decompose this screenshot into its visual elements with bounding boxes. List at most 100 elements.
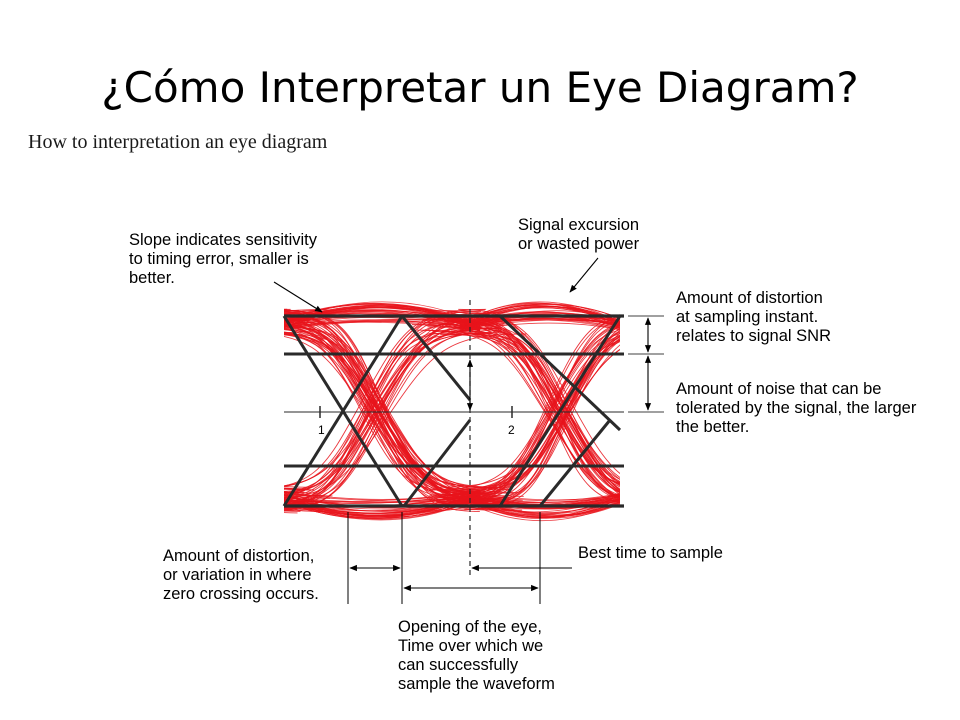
trace-transition	[70, 323, 277, 500]
trace-transition	[284, 490, 305, 493]
trace-overshoot-bottom	[459, 493, 620, 519]
trace-transition	[284, 309, 287, 311]
trace-transition	[284, 491, 333, 497]
trace-transition	[284, 325, 298, 327]
trace-transition	[284, 503, 309, 506]
trace-transition	[284, 309, 299, 312]
trace-transition	[284, 309, 320, 313]
trace-transition	[284, 328, 511, 491]
trace-transition	[284, 334, 296, 336]
trace-transition	[284, 509, 297, 511]
noise-margin-line: the better.	[676, 418, 750, 436]
trace-transition	[441, 333, 620, 492]
trace-transition	[284, 319, 316, 322]
trace-transition	[284, 332, 492, 494]
signal-excursion-line: or wasted power	[518, 235, 640, 253]
trace-overshoot-bottom	[284, 490, 481, 502]
slope-diagonal	[282, 315, 404, 507]
distortion-sampling-line: at sampling instant.	[676, 308, 819, 326]
axis-marker-label: 1	[318, 423, 325, 437]
trace-transition	[455, 333, 620, 493]
trace-transition	[284, 487, 314, 491]
trace-overshoot-top	[459, 319, 620, 333]
trace-transition	[284, 309, 332, 315]
trace-transition	[284, 510, 301, 512]
slope-leader-arrow	[273, 281, 323, 313]
noise-margin-note: Amount of noise that can be tolerated by…	[676, 380, 916, 437]
trace-transition	[284, 502, 313, 506]
trace-transition	[284, 331, 510, 498]
trace-transition	[284, 317, 287, 319]
trace-transition	[284, 501, 315, 504]
trace-transition	[284, 491, 317, 494]
slope-diagonal	[402, 419, 472, 507]
slide-title: ¿Cómo Interpretar un Eye Diagram?	[101, 63, 859, 112]
trace-transition	[284, 318, 308, 321]
noise-margin-line: Amount of noise that can be	[676, 380, 882, 398]
trace-transition	[439, 344, 620, 495]
trace-overshoot-bottom	[284, 490, 481, 516]
trace-transition	[284, 496, 287, 498]
trace-transition	[284, 314, 295, 316]
trace-transition	[284, 494, 310, 497]
trace-transition	[284, 489, 306, 491]
slope-diagonal	[498, 314, 622, 432]
trace-transition	[284, 312, 305, 315]
eye-opening-line: Opening of the eye,	[398, 618, 543, 636]
trace-transition	[284, 505, 325, 509]
slope-diagonal	[538, 419, 612, 507]
trace-overshoot-top	[284, 319, 481, 329]
trace-transition	[463, 333, 620, 480]
trace-transition	[284, 317, 498, 503]
trace-transition	[284, 498, 327, 503]
signal-excursion-note: Signal excursion or wasted power	[518, 216, 639, 254]
trace-transition	[284, 491, 300, 493]
trace-transition	[284, 323, 293, 326]
trace-transition	[284, 311, 301, 314]
slope-note: Slope indicates sensitivity to timing er…	[129, 231, 317, 288]
trace-transition	[458, 327, 620, 491]
trace-transition	[423, 329, 620, 499]
trace-transition	[284, 496, 299, 498]
trace-transition	[284, 487, 309, 490]
slope-diagonal	[498, 315, 622, 507]
distortion-sampling-note: Amount of distortion at sampling instant…	[676, 289, 831, 346]
trace-transition	[284, 507, 297, 510]
trace-transition	[284, 329, 487, 501]
trace-overshoot-bottom	[459, 492, 620, 503]
trace-transition	[284, 494, 293, 497]
trace-transition	[427, 326, 620, 499]
zero-crossing-note: Amount of distortion, or variation in wh…	[163, 547, 319, 604]
distortion-sampling-line: Amount of distortion	[676, 289, 823, 307]
excursion-leader-arrow	[569, 257, 599, 293]
trace-transition	[284, 509, 295, 511]
trace-transition	[441, 323, 620, 494]
trace-transition	[284, 509, 293, 511]
zero-crossing-line: zero crossing occurs.	[163, 585, 319, 603]
trace-transition	[284, 315, 498, 489]
trace-overshoot-bottom	[459, 491, 620, 517]
distortion-sampling-line: relates to signal SNR	[676, 327, 831, 345]
trace-transition	[432, 330, 620, 492]
trace-transition	[444, 331, 620, 485]
trace-transition	[71, 312, 274, 489]
noise-margin-line: tolerated by the signal, the larger	[676, 399, 917, 417]
zero-crossing-line: Amount of distortion,	[163, 547, 315, 565]
trace-transition	[284, 308, 291, 311]
slope-diagonal	[400, 315, 472, 401]
trace-overshoot-top	[459, 319, 620, 330]
eye-opening-line: sample the waveform	[398, 675, 555, 693]
trace-transition	[284, 485, 311, 488]
trace-transition	[413, 329, 620, 496]
trace-transition	[284, 315, 296, 317]
trace-transition	[284, 506, 303, 509]
trace-overshoot-top	[459, 305, 620, 330]
slope-note-line: to timing error, smaller is	[129, 250, 309, 268]
trace-transition	[284, 325, 285, 327]
zero-crossing-line: or variation in where	[163, 566, 312, 584]
trace-transition	[462, 330, 620, 507]
trace-transition	[284, 503, 289, 505]
trace-transition	[432, 329, 620, 505]
